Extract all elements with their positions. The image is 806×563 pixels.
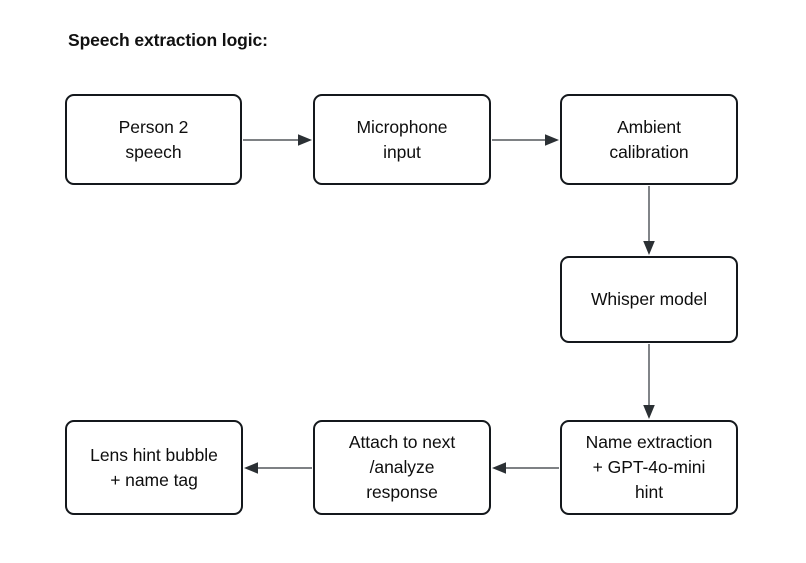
connector-attach-response-to-lens-hint-bubble (244, 462, 312, 474)
flow-node-microphone-input[interactable]: Microphone input (313, 94, 491, 185)
flow-node-person2-speech[interactable]: Person 2 speech (65, 94, 242, 185)
connector-name-extraction-to-attach-response (492, 462, 559, 474)
connector-ambient-calibration-to-whisper-model (643, 186, 655, 255)
flow-node-ambient-calibration[interactable]: Ambient calibration (560, 94, 738, 185)
flow-node-label: Name extraction + GPT-4o-mini hint (585, 432, 713, 502)
flow-node-name-extraction[interactable]: Name extraction + GPT-4o-mini hint (560, 420, 738, 515)
flow-node-label: Whisper model (590, 289, 708, 310)
connector-person2-speech-to-microphone-input (243, 134, 312, 146)
flow-node-label: Lens hint bubble + name tag (90, 444, 218, 490)
flow-node-attach-response[interactable]: Attach to next /analyze response (313, 420, 491, 515)
flow-node-lens-hint-bubble[interactable]: Lens hint bubble + name tag (65, 420, 243, 515)
flow-node-label: Ambient calibration (609, 116, 689, 162)
flow-node-label: Person 2 speech (118, 116, 189, 162)
flow-node-label: Microphone input (356, 116, 448, 162)
connector-whisper-model-to-name-extraction (643, 344, 655, 419)
flow-node-label: Attach to next /analyze response (348, 432, 456, 502)
page-title: Speech extraction logic: (68, 30, 268, 50)
flow-node-whisper-model[interactable]: Whisper model (560, 256, 738, 343)
connector-microphone-input-to-ambient-calibration (492, 134, 559, 146)
